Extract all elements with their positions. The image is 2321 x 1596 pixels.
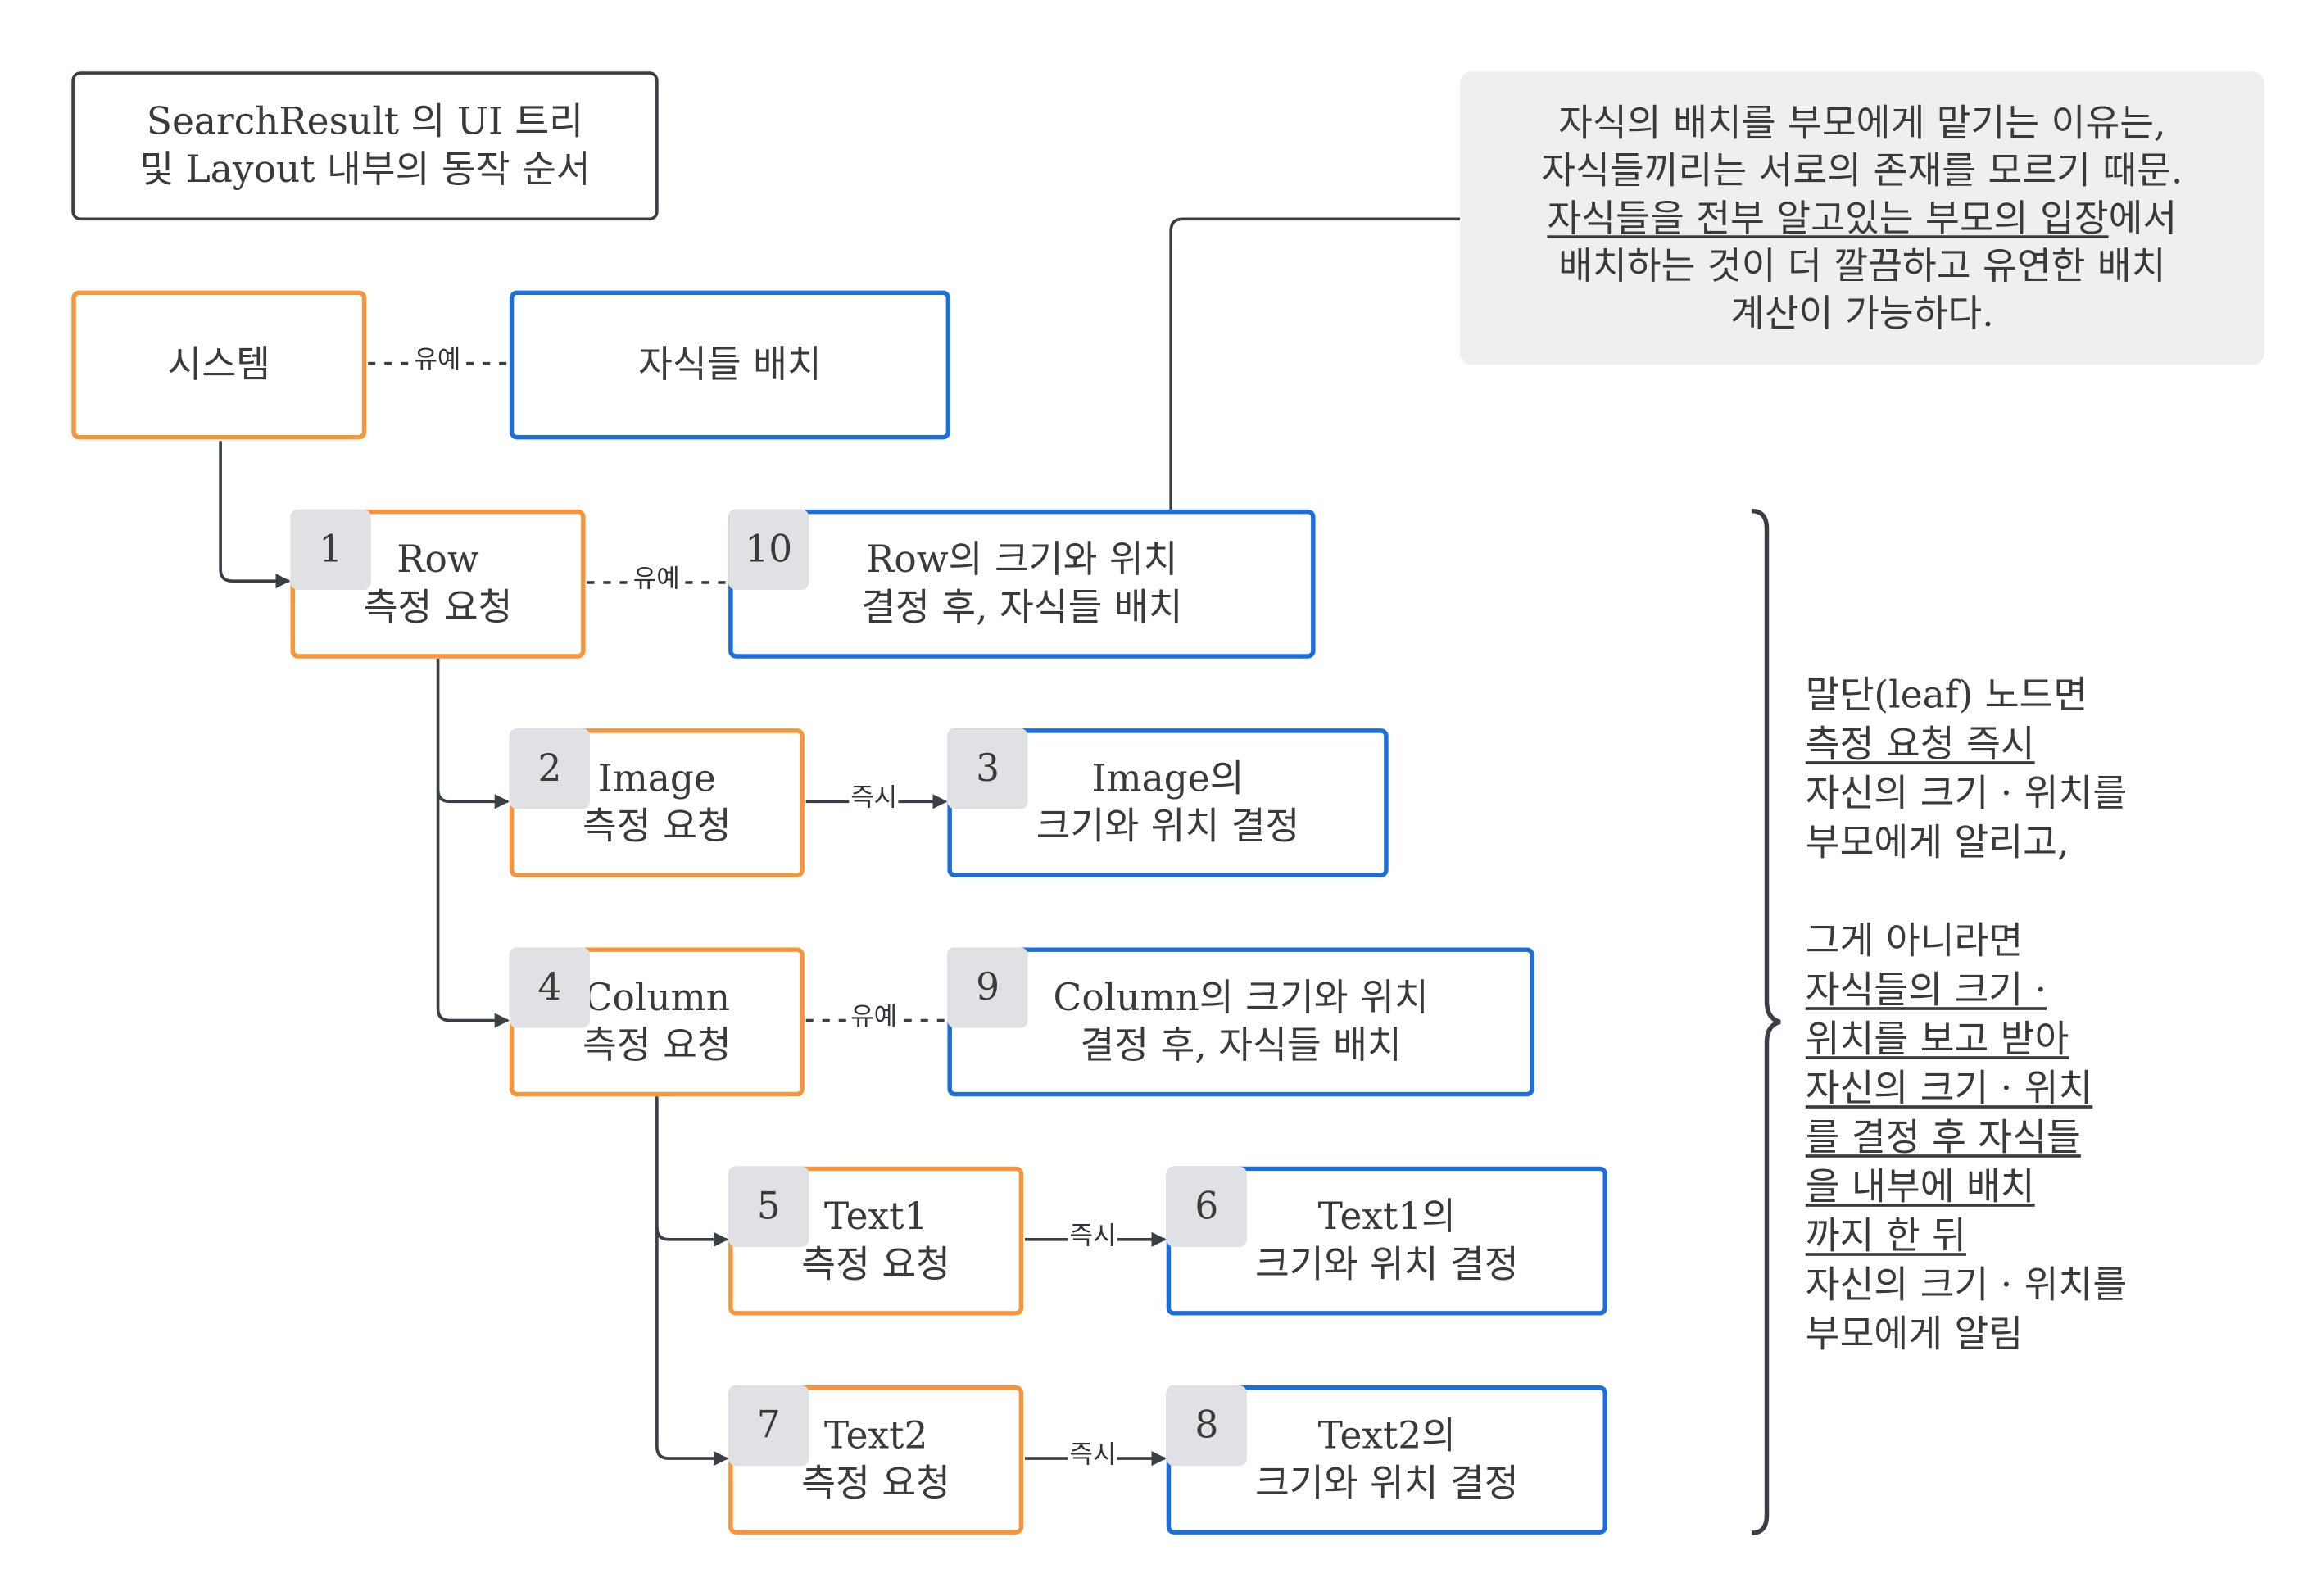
node-row-place: 10 Row의 크기와 위치 결정 후, 자식들 배치 xyxy=(728,509,1316,659)
side-line-underlined: 을 내부에 배치 xyxy=(1805,1164,2035,1208)
edge-note-connector xyxy=(1169,217,1462,510)
node-text1-measure: 5 Text1 측정 요청 xyxy=(728,1166,1024,1316)
edge-label-text1-immediate: 즉시 xyxy=(1068,1222,1118,1252)
note-line3-underlined: 자식들을 전부 알고있는 부모의 입장 xyxy=(1547,196,2109,239)
step-badge: 6 xyxy=(1166,1166,1247,1247)
node-row-measure: 1 Row 측정 요청 xyxy=(290,509,586,659)
side-spacer xyxy=(1806,867,2208,916)
side-line: 자신의 크기 · 위치를 xyxy=(1805,1263,2128,1307)
edge-label-row-deferred: 유예 xyxy=(631,564,682,595)
step-badge: 2 xyxy=(509,728,591,809)
step-badge: 7 xyxy=(728,1385,809,1467)
note-line1: 자식의 배치를 부모에게 맡기는 이유는, xyxy=(1558,100,2166,144)
node-line1: Text2 xyxy=(823,1413,928,1458)
node-line1: Row xyxy=(397,537,479,582)
step-badge: 3 xyxy=(947,728,1028,809)
legend-place-children-label: 자식들 배치 xyxy=(638,342,822,386)
side-line-underlined: 를 결정 후 자식들 xyxy=(1805,1115,2081,1159)
side-line-underlined: 자식들의 크기 · xyxy=(1805,968,2047,1012)
node-text2-decide: 8 Text2의 크기와 위치 결정 xyxy=(1166,1385,1607,1535)
curly-brace xyxy=(1752,508,1781,1535)
side-line-underlined: 측정 요청 즉시 xyxy=(1805,722,2035,766)
node-line1: Row의 크기와 위치 xyxy=(866,537,1178,582)
node-line2: 측정 요청 xyxy=(363,585,513,629)
node-line2: 크기와 위치 결정 xyxy=(1255,1461,1519,1505)
side-line-underlined: 자신의 크기 · 위치 xyxy=(1805,1066,2093,1110)
step-badge: 4 xyxy=(509,947,591,1028)
edge-column-to-text2 xyxy=(655,1227,729,1467)
node-image-decide: 3 Image의 크기와 위치 결정 xyxy=(947,728,1389,877)
side-line-underlined: 까지 한 뒤 xyxy=(1805,1213,1966,1258)
title-line1: SearchResult 의 UI 트리 xyxy=(146,99,584,143)
legend-system-label: 시스템 xyxy=(167,342,271,386)
side-line: 말단(leaf) 노드면 xyxy=(1805,673,2088,717)
edge-column-to-text1 xyxy=(655,1096,729,1247)
node-line1: Text1 xyxy=(823,1195,928,1239)
diagram-title: SearchResult 의 UI 트리 및 Layout 내부의 동작 순서 xyxy=(71,71,659,221)
node-line2: 크기와 위치 결정 xyxy=(1036,804,1300,848)
side-line-underlined: 위치를 보고 받아 xyxy=(1805,1017,2069,1061)
edge-row-to-image xyxy=(436,658,510,809)
node-line2: 측정 요청 xyxy=(582,804,732,848)
node-line1: Text1의 xyxy=(1317,1195,1457,1239)
edge-row-to-column xyxy=(436,789,510,1028)
edge-label-legend: 유예 xyxy=(412,345,463,376)
side-explanation: 말단(leaf) 노드면 측정 요청 즉시 자신의 크기 · 위치를 부모에게 … xyxy=(1806,670,2208,1358)
side-line: 부모에게 알리고, xyxy=(1805,820,2069,864)
node-column-place: 9 Column의 크기와 위치 결정 후, 자식들 배치 xyxy=(947,947,1534,1097)
node-line1: Column xyxy=(583,975,731,1019)
note-line3-rest: 에서 xyxy=(2108,196,2178,239)
node-line2: 결정 후, 자식들 배치 xyxy=(1080,1023,1402,1067)
node-line1: Image xyxy=(597,756,716,800)
note-line3: 자식들을 전부 알고있는 부모의 입장에서 xyxy=(1541,194,2183,242)
node-line2: 측정 요청 xyxy=(582,1023,732,1067)
node-image-measure: 2 Image 측정 요청 xyxy=(509,728,805,877)
edge-system-to-row xyxy=(219,441,291,589)
node-line1: Text2의 xyxy=(1317,1413,1457,1458)
note-line5: 계산이 가능하다. xyxy=(1730,291,1994,335)
legend-system-node: 시스템 xyxy=(71,290,367,440)
node-line2: 측정 요청 xyxy=(801,1461,951,1505)
node-text2-measure: 7 Text2 측정 요청 xyxy=(728,1385,1024,1535)
node-line1: Image의 xyxy=(1091,756,1244,800)
side-line: 그게 아니라면 xyxy=(1805,918,2024,963)
step-badge: 8 xyxy=(1166,1385,1247,1467)
legend-place-children-node: 자식들 배치 xyxy=(509,290,951,440)
step-badge: 10 xyxy=(728,509,809,591)
node-line2: 결정 후, 자식들 배치 xyxy=(861,585,1183,629)
note-line4: 배치하는 것이 더 깔끔하고 유연한 배치 xyxy=(1558,243,2166,288)
step-badge: 9 xyxy=(947,947,1028,1028)
node-line2: 측정 요청 xyxy=(801,1242,951,1286)
edge-label-image-immediate: 즉시 xyxy=(849,783,899,814)
edge-label-text2-immediate: 즉시 xyxy=(1068,1440,1118,1471)
step-badge: 5 xyxy=(728,1166,809,1247)
side-line: 부모에게 알림 xyxy=(1805,1312,2024,1356)
title-line2: 및 Layout 내부의 동작 순서 xyxy=(139,147,591,191)
side-line: 자신의 크기 · 위치를 xyxy=(1805,771,2128,815)
step-badge: 1 xyxy=(290,509,371,591)
edge-label-column-deferred: 유예 xyxy=(849,1002,899,1033)
explanation-note: 자식의 배치를 부모에게 맡기는 이유는, 자식들끼리는 서로의 존재를 모르기… xyxy=(1459,71,2264,365)
note-line2: 자식들끼리는 서로의 존재를 모르기 때문. xyxy=(1541,147,2183,192)
node-text1-decide: 6 Text1의 크기와 위치 결정 xyxy=(1166,1166,1607,1316)
node-line2: 크기와 위치 결정 xyxy=(1255,1242,1519,1286)
node-line1: Column의 크기와 위치 xyxy=(1053,975,1429,1019)
node-column-measure: 4 Column 측정 요청 xyxy=(509,947,805,1097)
